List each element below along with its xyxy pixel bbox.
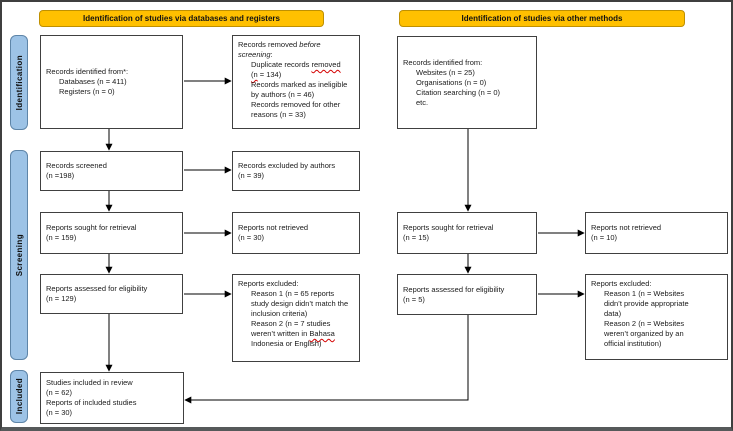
box-studies-included: Studies included in review (n = 62) Repo… xyxy=(40,372,184,424)
reports-excluded-other-title: Reports excluded: xyxy=(591,279,652,288)
spellcheck-mark: removed xyxy=(311,60,341,69)
records-excluded-count: (n = 39) xyxy=(238,171,265,180)
reports-excluded-db-title: Reports excluded: xyxy=(238,279,299,288)
reports-excluded-other-reason1-line3: data) xyxy=(604,309,622,318)
box-records-excluded-by-authors: Records excluded by authors (n = 39) xyxy=(232,151,360,191)
reports-sought-db-count: (n = 159) xyxy=(46,233,77,242)
records-identified-other-title: Records identified from: xyxy=(403,57,483,67)
stage-screening-label: Screening xyxy=(14,233,24,277)
reports-excluded-other-reason1-line2: didn’t provide appropriate xyxy=(604,299,689,308)
reports-not-retrieved-other-label: Reports not retrieved xyxy=(591,223,662,232)
stage-screening: Screening xyxy=(10,150,28,360)
reports-assessed-other-label: Reports assessed for eligibility xyxy=(403,284,505,294)
records-screened-count: (n =198) xyxy=(46,171,75,180)
records-removed-title-line2: screening: xyxy=(238,50,273,59)
reports-excluded-other-reason2-line2: weren’t organized by an xyxy=(604,329,684,338)
records-identified-registers-count: Registers (n = 0) xyxy=(59,87,115,96)
reports-excluded-db-reason1-line3: inclusion criteria) xyxy=(251,309,308,318)
header-databases-registers: Identification of studies via databases … xyxy=(39,10,324,27)
reports-excluded-other-reason2-line1: Reason 2 (n = Websites xyxy=(604,319,685,328)
reports-assessed-other-count: (n = 5) xyxy=(403,294,425,304)
duplicate-records-line: Duplicate records removed xyxy=(251,60,341,69)
spellcheck-mark: (n xyxy=(251,70,258,79)
records-excluded-label: Records excluded by authors xyxy=(238,161,336,170)
records-identified-databases-count: Databases (n = 411) xyxy=(59,77,127,86)
header-databases-label: Identification of studies via databases … xyxy=(83,14,280,23)
reports-excluded-other-reason1-line1: Reason 1 (n = Websites xyxy=(604,289,685,298)
box-reports-excluded-other: Reports excluded: Reason 1 (n = Websites… xyxy=(585,274,728,360)
records-identified-etc: etc. xyxy=(416,97,429,107)
box-records-identified-other: Records identified from: Websites (n = 2… xyxy=(397,36,537,129)
ineligible-records-line1: Records marked as ineligible xyxy=(251,80,348,89)
reports-sought-other-label: Reports sought for retrieval xyxy=(403,223,494,232)
other-reasons-line2: reasons (n = 33) xyxy=(251,110,306,119)
duplicate-records-count: (n = 134) xyxy=(251,70,282,79)
records-identified-title: Records identified from*: xyxy=(46,67,129,76)
records-identified-citation-count: Citation searching (n = 0) xyxy=(416,87,501,97)
box-records-screened: Records screened (n =198) xyxy=(40,151,183,191)
studies-included-count: (n = 62) xyxy=(46,388,73,397)
reports-not-retrieved-db-count: (n = 30) xyxy=(238,233,265,242)
reports-sought-db-label: Reports sought for retrieval xyxy=(46,223,137,232)
box-records-removed-before-screening: Records removed before screening: Duplic… xyxy=(232,35,360,129)
box-reports-assessed-other: Reports assessed for eligibility (n = 5) xyxy=(397,274,537,315)
studies-included-label: Studies included in review xyxy=(46,378,133,387)
records-identified-websites-count: Websites (n = 25) xyxy=(416,67,475,77)
records-removed-title-line1: Records removed before xyxy=(238,40,321,49)
box-reports-not-retrieved-databases: Reports not retrieved (n = 30) xyxy=(232,212,360,254)
box-records-identified-databases: Records identified from*: Databases (n =… xyxy=(40,35,183,129)
stage-included-label: Included xyxy=(14,378,24,415)
reports-sought-other-count: (n = 15) xyxy=(403,233,430,242)
box-reports-assessed-databases: Reports assessed for eligibility (n = 12… xyxy=(40,274,183,314)
reports-included-count: (n = 30) xyxy=(46,408,73,417)
reports-excluded-db-reason1-line2: study design didn’t match the xyxy=(251,299,349,308)
spellcheck-mark: Bahasa xyxy=(309,329,335,338)
box-reports-sought-other: Reports sought for retrieval (n = 15) xyxy=(397,212,537,254)
stage-identification-label: Identification xyxy=(14,54,24,111)
records-identified-organisations-count: Organisations (n = 0) xyxy=(416,77,487,87)
records-screened-label: Records screened xyxy=(46,161,107,170)
stage-identification: Identification xyxy=(10,35,28,130)
header-other-methods: Identification of studies via other meth… xyxy=(399,10,685,27)
reports-assessed-db-label: Reports assessed for eligibility xyxy=(46,284,148,293)
reports-excluded-other-reason2-line3: official institution) xyxy=(604,339,662,348)
reports-excluded-db-reason1-line1: Reason 1 (n = 65 reports xyxy=(251,289,335,298)
reports-not-retrieved-other-count: (n = 10) xyxy=(591,233,618,242)
stage-included: Included xyxy=(10,370,28,423)
box-reports-excluded-databases: Reports excluded: Reason 1 (n = 65 repor… xyxy=(232,274,360,362)
box-reports-sought-databases: Reports sought for retrieval (n = 159) xyxy=(40,212,183,254)
other-reasons-line1: Records removed for other xyxy=(251,100,341,109)
reports-assessed-db-count: (n = 129) xyxy=(46,294,77,303)
reports-included-label: Reports of included studies xyxy=(46,398,137,407)
reports-excluded-db-reason2-line2: weren’t written in Bahasa xyxy=(251,329,335,338)
ineligible-records-line2: by authors (n = 46) xyxy=(251,90,315,99)
header-other-label: Identification of studies via other meth… xyxy=(461,14,623,23)
reports-excluded-db-reason2-line1: Reason 2 (n = 7 studies xyxy=(251,319,331,328)
box-reports-not-retrieved-other: Reports not retrieved (n = 10) xyxy=(585,212,728,254)
reports-not-retrieved-db-label: Reports not retrieved xyxy=(238,223,309,232)
reports-excluded-db-reason2-line3: Indonesia or English) xyxy=(251,339,322,348)
